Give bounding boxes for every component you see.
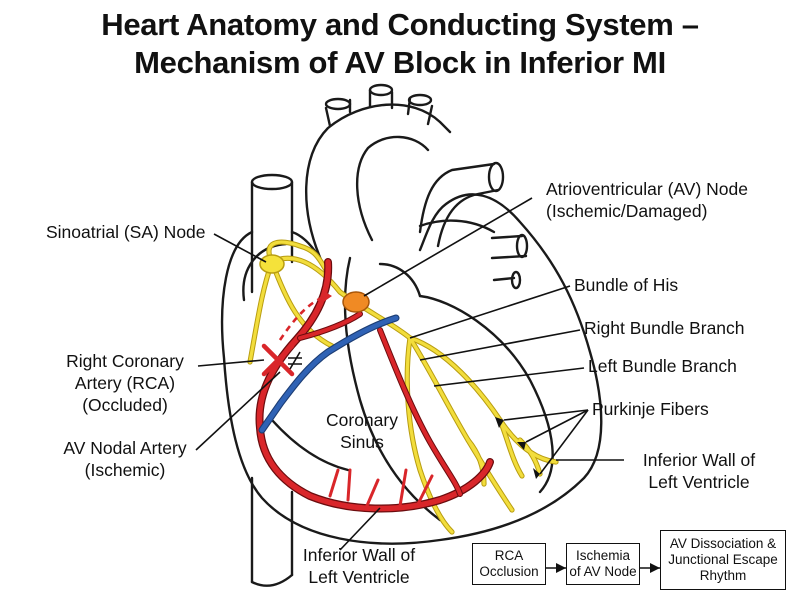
block-symbol xyxy=(288,351,302,370)
right-atrium-wall xyxy=(242,242,288,302)
right-ventricle-inner-wall xyxy=(270,418,350,472)
occlusion-x-mark xyxy=(261,343,295,377)
label-bundle-of-his: Bundle of His xyxy=(574,275,679,295)
label-inferior-wall-right-line-1: Inferior Wall of xyxy=(642,450,756,470)
label-coronary-sinus-line-1: Coronary xyxy=(326,410,398,430)
leader-lines xyxy=(195,197,660,569)
brachiocephalic-artery xyxy=(324,98,352,128)
aortic-arch xyxy=(304,103,452,264)
right-coronary-artery xyxy=(255,258,494,513)
label-av-node-line-2: (Ischemic/Damaged) xyxy=(546,201,708,221)
left-ventricle-inner-wall xyxy=(418,294,554,494)
label-av-nodal-artery-line-1: AV Nodal Artery xyxy=(63,438,187,458)
page-title-line-2: Mechanism of AV Block in Inferior MI xyxy=(134,45,666,80)
label-av-node-line-1: Atrioventricular (AV) Node xyxy=(546,179,748,199)
sa-node xyxy=(259,254,285,274)
label-inferior-wall-bottom-line-1: Inferior Wall of xyxy=(302,545,416,565)
coronary-sinus-vein xyxy=(258,314,400,434)
conduction-system xyxy=(247,239,559,535)
label-rca-line-1: Right Coronary xyxy=(66,351,184,371)
superior-vena-cava-opening xyxy=(250,173,294,191)
label-right-bundle-branch: Right Bundle Branch xyxy=(584,318,745,338)
label-left-bundle-branch: Left Bundle Branch xyxy=(588,356,737,376)
label-rca-line-3: (Occluded) xyxy=(82,395,168,415)
page-title-line-1: Heart Anatomy and Conducting System – xyxy=(101,7,699,42)
superior-vena-cava xyxy=(250,180,294,294)
label-coronary-sinus-line-2: Sinus xyxy=(340,432,384,452)
pulmonary-artery xyxy=(418,162,500,248)
blocked-impulse-arrow xyxy=(278,294,327,341)
label-inferior-wall-right-line-2: Left Ventricle xyxy=(648,472,750,492)
av-node xyxy=(342,291,370,313)
label-rca-line-2: Artery (RCA) xyxy=(74,373,176,393)
label-purkinje-fibers: Purkinje Fibers xyxy=(592,399,709,419)
heart-outline xyxy=(220,193,603,545)
label-sa-node: Sinoatrial (SA) Node xyxy=(46,222,206,242)
label-av-nodal-artery-line-2: (Ischemic) xyxy=(84,460,166,480)
inferior-vena-cava xyxy=(250,476,294,584)
label-inferior-wall-bottom-line-2: Left Ventricle xyxy=(308,567,410,587)
